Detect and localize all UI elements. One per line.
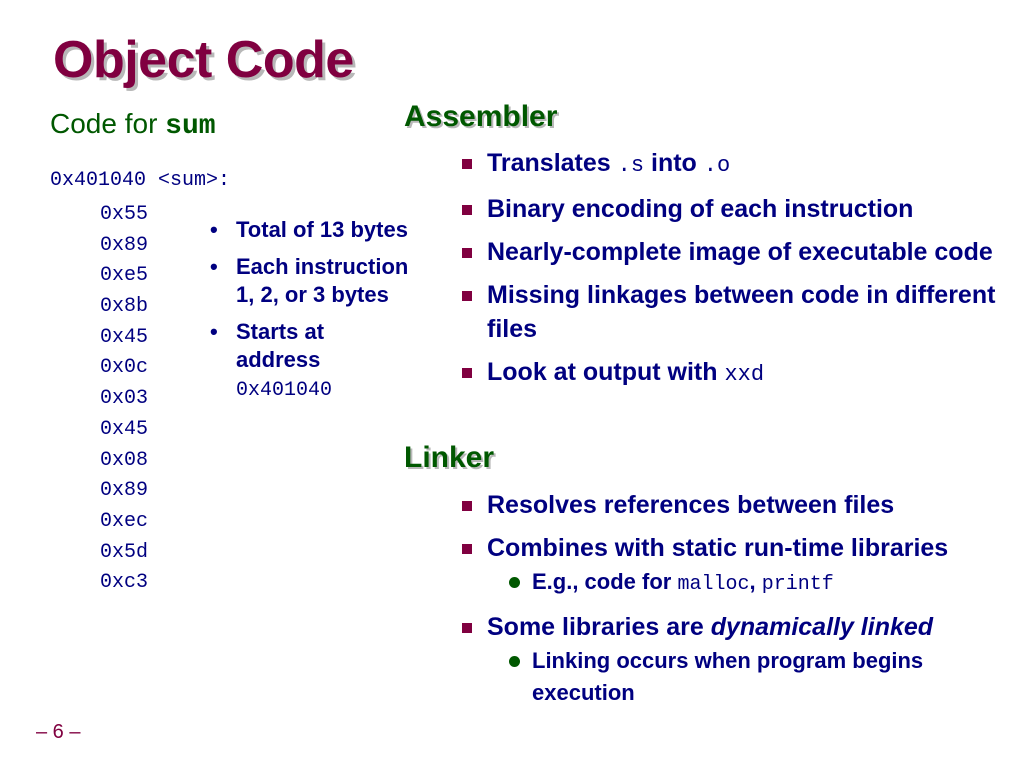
byte-item: 0xe5: [100, 264, 149, 288]
subitem-text: Linking occurs when program begins execu…: [532, 648, 924, 705]
assembler-heading: Assembler: [404, 100, 558, 133]
assembler-item: Binary encoding of each instruction: [459, 192, 1004, 226]
code-for-sum-heading: Code for sum: [50, 108, 216, 142]
circle-bullet-icon: [509, 656, 520, 667]
byte-item: 0x8b: [100, 295, 149, 319]
linker-item: Some libraries are dynamically linked Li…: [459, 610, 1004, 709]
assembler-list: Translates .s into .o Binary encoding of…: [459, 146, 1004, 401]
note-code: 0x401040: [236, 379, 333, 402]
note-item: • Total of 13 bytes: [210, 216, 410, 244]
item-text: Missing linkages between code in differe…: [487, 281, 996, 343]
item-text: Some libraries are: [487, 613, 711, 641]
item-code: .s: [617, 153, 645, 178]
byte-item: 0xec: [100, 509, 149, 533]
slide-title: Object Code: [53, 31, 354, 89]
byte-item: 0x45: [100, 325, 149, 349]
subitem-code: malloc: [677, 573, 750, 596]
linker-subitem: Linking occurs when program begins execu…: [487, 645, 1004, 709]
heading-prefix: Code for: [50, 108, 166, 139]
bullet-dot-icon: •: [210, 217, 218, 242]
assembler-item: Nearly-complete image of executable code: [459, 235, 1004, 269]
byte-list: 0x55 0x89 0xe5 0x8b 0x45 0x0c 0x03 0x45 …: [100, 200, 148, 599]
subitem-code: printf: [761, 573, 834, 596]
note-item: • Starts at address 0x401040: [210, 318, 410, 405]
item-text: Combines with static run-time libraries: [487, 534, 949, 562]
item-text: Binary encoding of each instruction: [487, 195, 914, 223]
subitem-text: E.g., code for: [532, 569, 678, 594]
circle-bullet-icon: [509, 577, 520, 588]
square-bullet-icon: [462, 623, 472, 633]
square-bullet-icon: [462, 205, 472, 215]
byte-item: 0xc3: [100, 571, 149, 595]
assembler-item: Look at output with xxd: [459, 355, 1004, 392]
byte-item: 0x45: [100, 417, 149, 441]
code-notes-list: • Total of 13 bytes • Each instruction 1, …: [210, 216, 410, 414]
byte-item: 0x0c: [100, 356, 149, 380]
square-bullet-icon: [462, 248, 472, 258]
code-header: 0x401040 <sum>:: [50, 169, 231, 192]
subitem-text: ,: [749, 569, 762, 594]
item-code: xxd: [724, 362, 765, 387]
linker-sublist: Linking occurs when program begins execu…: [487, 645, 1004, 709]
note-text: Each instruction 1, 2, or 3 bytes: [236, 254, 409, 307]
item-text: Resolves references between files: [487, 491, 895, 519]
linker-sublist: E.g., code for malloc, printf: [487, 566, 1004, 601]
linker-heading: Linker: [404, 441, 495, 474]
item-text: Nearly-complete image of executable code: [487, 238, 993, 266]
square-bullet-icon: [462, 544, 472, 554]
note-text: Total of 13 bytes: [236, 217, 408, 242]
linker-list: Resolves references between files Combin…: [459, 488, 1004, 718]
linker-item: Resolves references between files: [459, 488, 1004, 522]
linker-subitem: E.g., code for malloc, printf: [487, 566, 1004, 601]
bullet-dot-icon: •: [210, 319, 218, 344]
byte-item: 0x5d: [100, 540, 149, 564]
byte-item: 0x08: [100, 448, 149, 472]
heading-code: sum: [165, 111, 216, 142]
bullet-dot-icon: •: [210, 254, 218, 279]
assembler-item: Missing linkages between code in differe…: [459, 278, 1004, 346]
item-text: Look at output with: [487, 358, 725, 386]
page-number: – 6 –: [36, 721, 81, 743]
item-text: Translates: [487, 149, 618, 177]
square-bullet-icon: [462, 501, 472, 511]
byte-item: 0x89: [100, 479, 149, 503]
assembler-item: Translates .s into .o: [459, 146, 1004, 183]
byte-item: 0x55: [100, 203, 149, 226]
note-text: Starts at address: [236, 319, 325, 372]
note-item: • Each instruction 1, 2, or 3 bytes: [210, 253, 410, 309]
square-bullet-icon: [462, 159, 472, 169]
byte-item: 0x03: [100, 387, 149, 411]
item-emphasis: dynamically linked: [710, 613, 934, 641]
square-bullet-icon: [462, 291, 472, 301]
item-code: .o: [703, 153, 731, 178]
item-text: into: [644, 149, 704, 177]
linker-item: Combines with static run-time libraries …: [459, 531, 1004, 601]
byte-item: 0x89: [100, 233, 149, 257]
square-bullet-icon: [462, 368, 472, 378]
